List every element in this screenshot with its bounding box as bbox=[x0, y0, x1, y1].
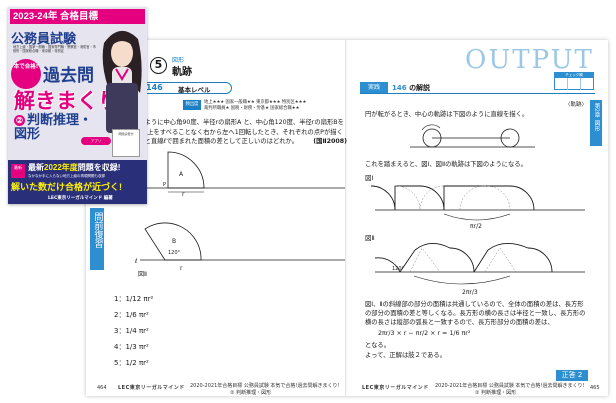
output-heading: OUTPUT bbox=[465, 45, 594, 75]
frequency-label: 頻出度 bbox=[183, 100, 201, 110]
question-number: 146 bbox=[146, 83, 163, 92]
answer-choice-3[interactable]: 3：1/4 πr² bbox=[114, 327, 149, 335]
question-level: 基本レベル bbox=[178, 86, 211, 94]
left-footer-brand: LEC東京リーガルマインド bbox=[118, 385, 185, 391]
cover-app-pill: アプリ bbox=[81, 137, 111, 145]
solution-paragraph-4: となる。 bbox=[365, 342, 390, 349]
correct-answer-badge: 正答 2 bbox=[556, 370, 588, 381]
question-text: 次のように中心角90度、半径rの扇形A と、中心角120度、半径rの扇形Bを直線… bbox=[132, 119, 347, 145]
question-figure: A r P B 120° r ℓ 図Ⅱ bbox=[134, 151, 345, 278]
book-spread bbox=[86, 40, 608, 396]
cover-character-illustration bbox=[102, 30, 142, 133]
frequency-table: 頻出度 地上★★★ 国家一般職★★ 東京都★★★ 特別区★★★ 裁判所職員★ 国… bbox=[183, 98, 353, 114]
cover-badge: 本で合格! bbox=[11, 59, 41, 89]
figure-1-trajectory: πr/2 bbox=[370, 185, 585, 230]
label-b: B bbox=[172, 238, 176, 245]
cover-series-title: 公務員試験 bbox=[11, 31, 77, 46]
solution-header-bar bbox=[360, 82, 595, 94]
label-r-2: r bbox=[180, 265, 183, 272]
cover-app-box: 問題演習が bbox=[112, 129, 140, 157]
chapter-side-tab: 第2章 図形 bbox=[590, 100, 602, 146]
figure-2-angle: 120° bbox=[392, 266, 405, 272]
cover-exam-list: 地方上級・国家一般職・国家専門職・警察官・消防官・市役所・国家総合職・東京都・特… bbox=[13, 45, 96, 53]
left-page-number: 464 bbox=[97, 385, 107, 391]
left-page-side-tab: 問前復習 bbox=[90, 208, 104, 270]
topic-note: 〈軌跡〉 bbox=[565, 102, 588, 108]
practice-label: 実践 bbox=[360, 82, 388, 93]
frequency-row-1: 地上★★★ 国家一般職★★ 東京都★★★ 特別区★★★ bbox=[204, 100, 307, 105]
solution-paragraph-2: これを踏まえると、図Ⅰ、図Ⅱの軌跡は下図のようになる。 bbox=[365, 161, 527, 168]
book-cover: 2023-24年 合格目標 公務員試験 地方上級・国家一般職・国家専門職・警察官… bbox=[8, 7, 147, 204]
solution-paragraph-1: 円が転がるとき、中心の軌跡は下図のように直線を描く。 bbox=[365, 111, 529, 118]
cover-year: 2023-24年 合格目標 bbox=[10, 9, 145, 24]
rolling-circle-diagram bbox=[410, 124, 535, 148]
figure-2-value: 2πr/3 bbox=[462, 289, 478, 296]
left-footer-sub: ② 判断推理・図形 bbox=[230, 390, 272, 396]
sector-b bbox=[144, 222, 202, 261]
sector-a bbox=[167, 151, 205, 189]
label-a: A bbox=[179, 171, 184, 178]
figure-1-label: 図Ⅰ bbox=[365, 174, 374, 182]
solution-paragraph-5: よって、正解は肢２である。 bbox=[365, 352, 446, 359]
cover-small-note: なかなか手に入らない地方上級の再現問題も収録 bbox=[28, 174, 105, 178]
right-footer-text: 2020-2021年合格目標 公務員試験 本気で合格!過去問解きまくり! bbox=[435, 383, 585, 389]
figure-caption: 図Ⅱ bbox=[138, 271, 147, 278]
frequency-row-2: 裁判所職員★ 国税・財務・労基★ 国家総合職★★ bbox=[204, 106, 300, 111]
cover-tokimakuri: 解きまくり! bbox=[14, 90, 126, 113]
right-page-number: 465 bbox=[590, 385, 600, 391]
right-footer-brand: LEC東京リーガルマインド bbox=[362, 385, 429, 391]
cover-publisher: LEC東京リーガルマインド 編著 bbox=[48, 196, 113, 201]
cover-gokaku: 解いた数だけ合格が近づく! bbox=[11, 182, 122, 192]
cover-bottom-band bbox=[8, 160, 147, 204]
problem-number: 5 bbox=[150, 57, 167, 74]
answer-choice-4[interactable]: 4：1/3 πr² bbox=[114, 343, 149, 351]
cover-volume-number: ② bbox=[14, 115, 25, 127]
book-gutter bbox=[345, 40, 347, 396]
check-box[interactable]: チェック欄 bbox=[554, 72, 594, 90]
cover-kakomon: 過去問 bbox=[43, 66, 94, 85]
solution-paragraph-3: 図Ⅰ、Ⅱの斜線部の部分の面積は共通しているので、全体の面積の差は、長方形の部分の… bbox=[365, 301, 586, 326]
check-cells bbox=[555, 78, 593, 90]
answer-choice-2[interactable]: 2：1/6 πr² bbox=[114, 311, 149, 319]
left-footer-text: 2020-2021年合格目標 公務員試験 本気で合格!過去問解きまくり! bbox=[190, 383, 340, 389]
cover-new-badge: 最新 bbox=[11, 164, 25, 178]
answer-choice-5[interactable]: 5：1/2 πr² bbox=[114, 359, 149, 367]
answer-choice-1[interactable]: 1：1/12 πr² bbox=[114, 295, 154, 303]
problem-category: 図形 bbox=[172, 57, 185, 64]
figure-2-label: 図Ⅱ bbox=[365, 234, 375, 242]
figure-2-trajectory: 120° 2πr/3 bbox=[374, 243, 585, 296]
rotation-arrow bbox=[421, 124, 441, 131]
question-source: (国Ⅱ2008) bbox=[313, 138, 347, 145]
label-angle: 120° bbox=[168, 250, 181, 256]
solution-formula: 2πr/3 × r − πr/2 × r = 1/6 πr² bbox=[378, 330, 471, 337]
check-label: チェック欄 bbox=[555, 73, 593, 78]
problem-title: 軌跡 bbox=[172, 67, 192, 78]
cover-latest: 最新2022年度問題を収録! bbox=[28, 163, 121, 172]
label-p-1: P bbox=[163, 182, 166, 188]
figure-1-value: πr/2 bbox=[470, 223, 482, 230]
label-l: ℓ bbox=[134, 258, 137, 265]
solution-title: 146 の解説 bbox=[392, 84, 431, 92]
right-footer-sub: ② 判断推理・図形 bbox=[475, 390, 517, 396]
label-r-1: r bbox=[182, 191, 185, 198]
